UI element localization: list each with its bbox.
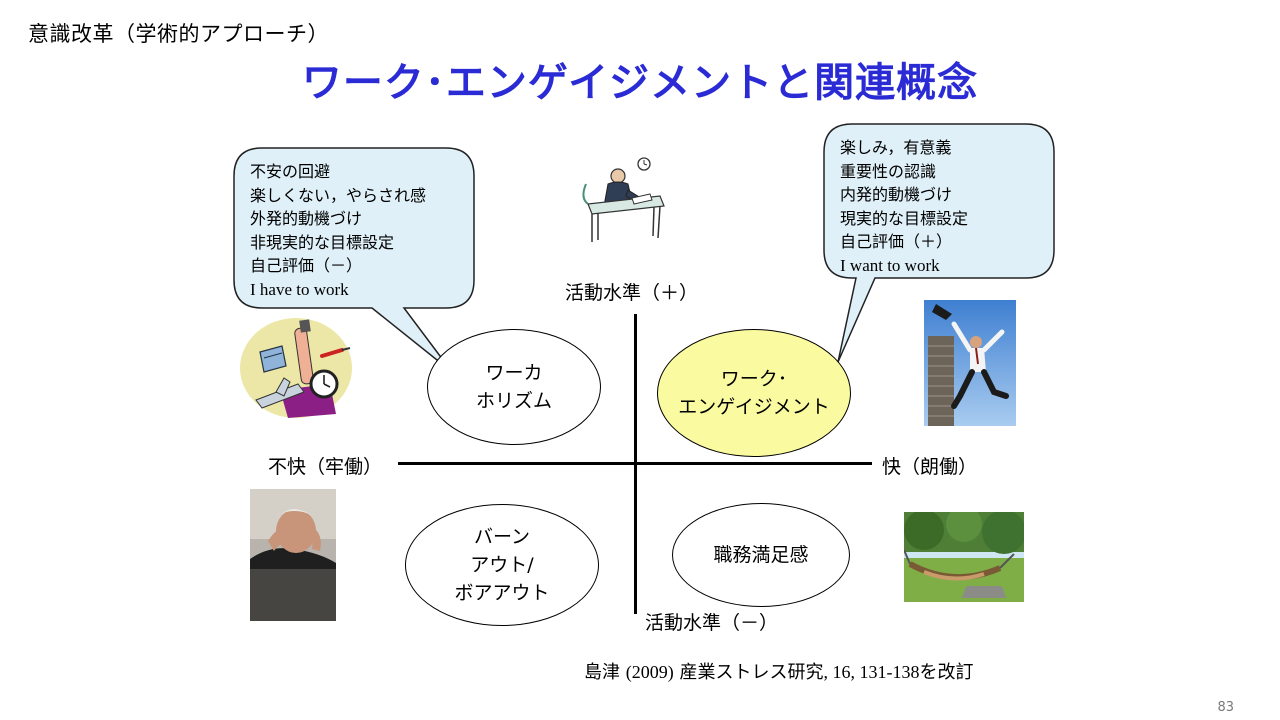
right-bubble-text: 楽しみ，有意義 重要性の認識 内発的動機づけ 現実的な目標設定 自己評価（＋） … [840, 136, 968, 277]
page-number: 83 [1217, 700, 1234, 715]
burnout-ellipse: バーン アウト/ ボアアウト [405, 504, 599, 626]
left-bubble-line: 楽しくない，やらされ感 [250, 185, 427, 205]
citation-author: 島津 [584, 662, 620, 683]
burnout-label-line2: アウト/ [470, 554, 534, 576]
left-bubble-line: 不安の回避 [250, 162, 331, 181]
right-bubble-english: I want to work [840, 255, 940, 275]
stressed-man-photo [250, 489, 336, 621]
job-satisfaction-ellipse: 職務満足感 [672, 503, 850, 607]
left-bubble-line: 非現実的な目標設定 [250, 232, 395, 252]
axis-label-right: 快（朗働） [882, 456, 978, 478]
hammock-relaxing-photo [904, 512, 1024, 602]
slide-title: ワーク･エンゲイジメントと関連概念 [301, 60, 979, 106]
right-bubble-line: 自己評価（＋） [840, 232, 953, 251]
axis-label-left: 不快（牢働） [268, 456, 383, 478]
citation: 島津 (2009) 産業ストレス研究, 16, 131-138を改訂 [584, 658, 973, 684]
citation-year: (2009) [625, 662, 674, 682]
axis-label-bottom: 活動水準（－） [645, 612, 779, 634]
axis-label-top: 活動水準（＋） [565, 282, 699, 304]
work-engagement-label-line2: エンゲイジメント [678, 396, 830, 418]
workaholism-label-line2: ホリズム [475, 390, 552, 412]
citation-journal: 産業ストレス研究 [679, 662, 824, 683]
right-bubble-line: 楽しみ，有意義 [840, 138, 952, 157]
jumping-businessman-photo [924, 300, 1016, 426]
citation-volume-pages: , 16, 131-138 [823, 662, 920, 682]
work-engagement-label-line1: ワーク･ [720, 368, 788, 390]
workaholism-ellipse: ワーカ ホリズム [427, 329, 601, 445]
workaholism-label-line1: ワーカ [485, 362, 543, 384]
left-bubble-english: I have to work [250, 279, 349, 299]
job-satisfaction-label: 職務満足感 [713, 544, 809, 566]
horizontal-axis [398, 462, 872, 465]
office-worker-at-desk-icon [582, 157, 665, 242]
section-title: 意識改革（学術的アプローチ） [28, 22, 329, 46]
right-bubble-line: 重要性の認識 [840, 161, 937, 181]
citation-suffix: を改訂 [919, 662, 974, 683]
left-bubble-line: 自己評価（－） [250, 256, 363, 275]
burnout-label-line3: ボアアウト [454, 582, 550, 604]
left-bubble-text: 不安の回避 楽しくない，やらされ感 外発的動機づけ 非現実的な目標設定 自己評価… [250, 160, 426, 301]
burnout-label-line1: バーン [473, 526, 531, 548]
right-bubble-line: 現実的な目標設定 [840, 208, 969, 228]
busy-clutter-icon [240, 318, 352, 418]
left-bubble-line: 外発的動機づけ [250, 209, 363, 228]
right-bubble-line: 内発的動機づけ [840, 185, 953, 204]
work-engagement-ellipse: ワーク･ エンゲイジメント [657, 329, 851, 457]
